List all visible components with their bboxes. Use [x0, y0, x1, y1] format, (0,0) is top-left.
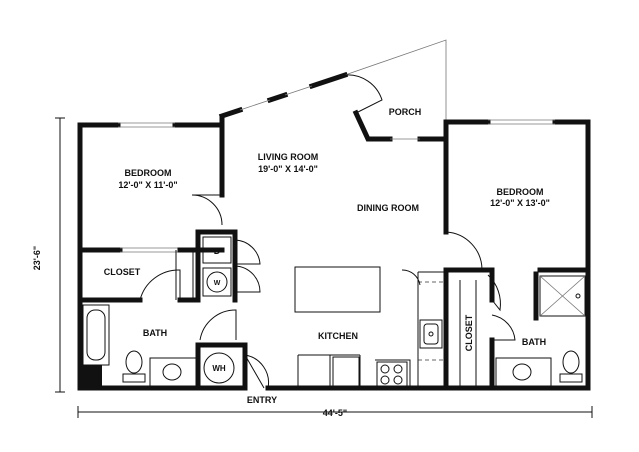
- kitchen-island: [294, 266, 381, 313]
- washer-label: W: [214, 280, 221, 287]
- bath-left-name: BATH: [143, 328, 167, 338]
- range: [376, 361, 408, 387]
- bedroom-left-size: 12'-0" X 11'-0": [118, 180, 177, 190]
- washer: W: [202, 267, 232, 297]
- bedroom-left-name: BEDROOM: [125, 168, 172, 178]
- water-heater: WH: [203, 352, 235, 384]
- door-swings: [139, 74, 516, 389]
- bathtub: [82, 304, 110, 366]
- kitchen-sink: [419, 319, 443, 349]
- dimension-lines: [55, 117, 593, 418]
- dryer: D: [202, 236, 232, 264]
- refrigerator: [332, 356, 360, 387]
- interior-walls: [77, 122, 591, 391]
- vanity-sink-left: [149, 357, 197, 387]
- water-heater-label: WH: [212, 364, 226, 373]
- living-room-size: 19'-0" X 14'-0": [258, 164, 318, 174]
- closet-left-name: CLOSET: [104, 267, 141, 277]
- entry-name: ENTRY: [247, 395, 277, 405]
- bedroom-right-name: BEDROOM: [497, 187, 544, 197]
- depth-dimension-label: 23'-6": [32, 246, 42, 270]
- toilet-right: [559, 350, 583, 383]
- exterior-walls: [77, 39, 591, 391]
- bath-right-name: BATH: [522, 337, 546, 347]
- porch-name: PORCH: [389, 107, 422, 117]
- dining-room-name: DINING ROOM: [357, 203, 419, 213]
- living-room-name: LIVING ROOM: [258, 152, 319, 162]
- width-dimension-label: 44'-5": [323, 408, 347, 418]
- vanity-sink-right: [495, 357, 552, 387]
- bedroom-right-size: 12'-0" X 13'-0": [490, 198, 550, 208]
- toilet-left: [122, 350, 146, 383]
- kitchen-name: KITCHEN: [318, 331, 358, 341]
- closet-right-name: CLOSET: [464, 314, 474, 351]
- dryer-label: D: [214, 246, 221, 256]
- shower: [539, 275, 586, 317]
- wall-pier: [80, 365, 102, 388]
